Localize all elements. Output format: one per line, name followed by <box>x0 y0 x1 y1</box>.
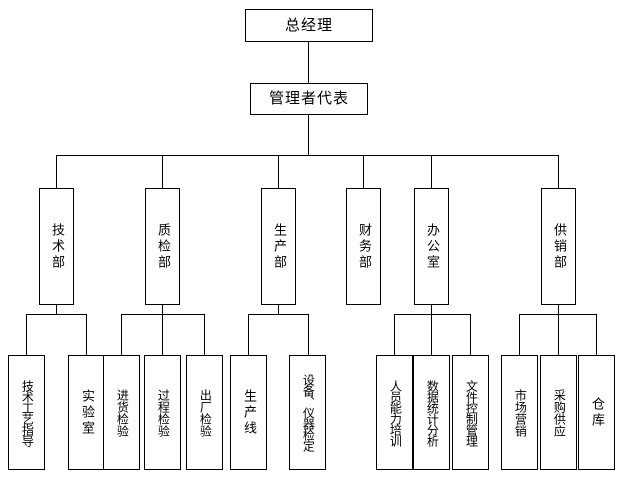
node-office-dept[interactable]: 办公室 <box>414 188 449 305</box>
node-equipment-calibration[interactable]: 设备、仪器检定 <box>289 355 326 470</box>
node-label: 采购供应 <box>552 388 567 437</box>
node-general-manager[interactable]: 总经理 <box>245 9 373 42</box>
node-label: 生产线 <box>241 388 257 437</box>
node-document-control[interactable]: 文件控制管理 <box>452 355 489 470</box>
connector-drop-finance-dept <box>363 155 364 188</box>
connector-drop-production-dept <box>278 155 279 188</box>
connector-drop-marketing <box>519 314 520 355</box>
node-laboratory[interactable]: 实验室 <box>68 355 105 470</box>
connector-drop-office-dept <box>431 155 432 188</box>
node-warehouse[interactable]: 仓库 <box>578 355 615 470</box>
node-label: 财务部 <box>356 222 372 271</box>
connector-drop-personnel-training <box>394 314 395 355</box>
node-process-inspection[interactable]: 过程检验 <box>144 355 181 470</box>
node-finance-dept[interactable]: 财务部 <box>346 188 381 305</box>
connector-drop-incoming-inspection <box>121 314 122 355</box>
node-final-inspection[interactable]: 出厂检验 <box>186 355 223 470</box>
node-label: 办公室 <box>424 222 440 271</box>
node-quality-dept[interactable]: 质检部 <box>145 188 180 305</box>
node-label: 文件控制管理 <box>464 379 479 446</box>
node-label: 供销部 <box>551 222 567 271</box>
connector-production-dept-bus <box>248 314 308 315</box>
connector-drop-quality-dept <box>162 155 163 188</box>
connector-supply-sales-dept-drop <box>558 305 559 314</box>
node-label: 质检部 <box>155 222 171 271</box>
node-label: 技术工艺指导 <box>20 379 35 446</box>
node-marketing[interactable]: 市场营销 <box>501 355 538 470</box>
connector-drop-document-control <box>470 314 471 355</box>
node-label: 出厂检验 <box>198 388 213 437</box>
connector-management-rep-drop <box>308 115 309 155</box>
connector-drop-production-line <box>248 314 249 355</box>
node-supply-sales-dept[interactable]: 供销部 <box>541 188 576 305</box>
node-label: 设备、仪器检定 <box>301 374 316 451</box>
connector-office-dept-bus <box>394 314 470 315</box>
connector-drop-data-statistics <box>431 314 432 355</box>
node-tech-process-guidance[interactable]: 技术工艺指导 <box>8 355 45 470</box>
connector-root-to-management-rep <box>308 42 309 83</box>
node-label: 实验室 <box>79 388 95 437</box>
connector-technical-dept-bus <box>26 314 86 315</box>
connector-drop-purchasing <box>558 314 559 355</box>
connector-departments-bus <box>56 155 558 156</box>
node-label: 生产部 <box>271 222 287 271</box>
connector-drop-technical-dept <box>56 155 57 188</box>
node-production-dept[interactable]: 生产部 <box>261 188 296 305</box>
node-label: 人员能力培训 <box>388 379 403 446</box>
connector-drop-process-inspection <box>162 314 163 355</box>
node-management-representative[interactable]: 管理者代表 <box>250 83 368 115</box>
connector-drop-supply-sales-dept <box>558 155 559 188</box>
node-incoming-inspection[interactable]: 进货检验 <box>103 355 140 470</box>
connector-drop-warehouse <box>596 314 597 355</box>
node-label: 总经理 <box>284 16 333 34</box>
node-label: 技术部 <box>49 222 65 271</box>
connector-production-dept-drop <box>278 305 279 314</box>
node-label: 数据统计分析 <box>425 379 440 446</box>
node-label: 仓库 <box>589 396 605 429</box>
node-purchasing[interactable]: 采购供应 <box>540 355 577 470</box>
node-label: 进货检验 <box>115 388 130 437</box>
node-data-statistics[interactable]: 数据统计分析 <box>413 355 450 470</box>
node-label: 管理者代表 <box>268 90 349 108</box>
node-personnel-training[interactable]: 人员能力培训 <box>376 355 413 470</box>
connector-drop-laboratory <box>86 314 87 355</box>
connector-office-dept-drop <box>431 305 432 314</box>
connector-technical-dept-drop <box>56 305 57 314</box>
node-technical-dept[interactable]: 技术部 <box>39 188 74 305</box>
node-label: 过程检验 <box>156 388 171 437</box>
node-production-line[interactable]: 生产线 <box>230 355 267 470</box>
connector-drop-equipment-calibration <box>308 314 309 355</box>
connector-drop-final-inspection <box>204 314 205 355</box>
connector-drop-tech-process-guidance <box>26 314 27 355</box>
node-label: 市场营销 <box>513 388 528 437</box>
connector-quality-dept-drop <box>162 305 163 314</box>
